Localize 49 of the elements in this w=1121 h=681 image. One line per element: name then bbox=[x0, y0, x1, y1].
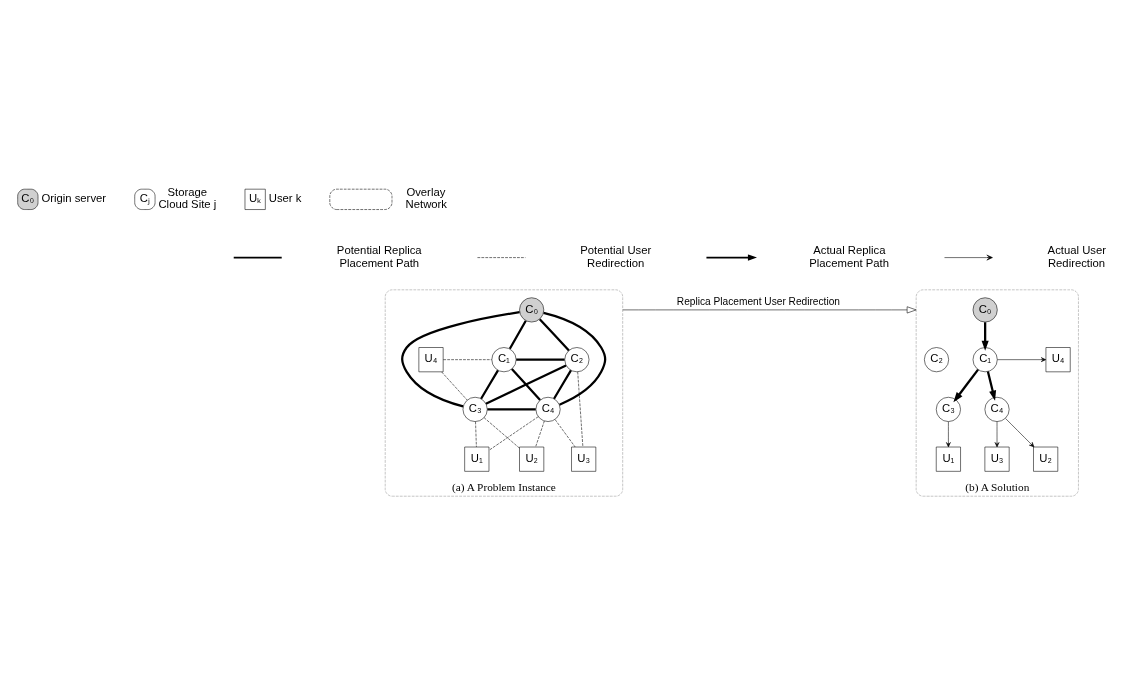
node-circle: C₄ bbox=[535, 396, 561, 422]
connector bbox=[480, 369, 499, 399]
node-box: U₄ bbox=[1045, 346, 1071, 372]
node-box: U₁ bbox=[464, 446, 490, 472]
connector bbox=[553, 369, 572, 399]
connector bbox=[485, 363, 567, 405]
connector bbox=[487, 407, 536, 411]
arrow bbox=[953, 368, 979, 402]
legend-label: Actual User Redirection bbox=[1047, 243, 1107, 269]
connector bbox=[577, 371, 584, 447]
arrow bbox=[981, 321, 989, 351]
connector bbox=[508, 319, 527, 349]
node-circle: C₃ bbox=[462, 396, 488, 422]
arrow bbox=[1005, 417, 1035, 447]
node-box: U₂ bbox=[1033, 446, 1059, 472]
arrow bbox=[622, 305, 917, 313]
node-circle: C₀ bbox=[972, 296, 998, 322]
node-circle: C₂ bbox=[924, 346, 949, 372]
node-circle: C₃ bbox=[935, 396, 961, 422]
arrow bbox=[986, 370, 997, 401]
node-box: U₂ bbox=[519, 446, 545, 472]
node-circle: C₄ bbox=[984, 396, 1010, 422]
node-circle: C₀ bbox=[519, 296, 545, 322]
node-box: U₃ bbox=[984, 446, 1010, 472]
legend-label: Storage Cloud Site j bbox=[158, 185, 217, 210]
node-box: U₁ bbox=[935, 446, 961, 472]
node-circle: C₁ bbox=[491, 346, 517, 372]
connector bbox=[401, 310, 520, 407]
node-circle: C₁ bbox=[972, 346, 998, 372]
label: C₀ bbox=[21, 191, 35, 204]
legend-label: Overlay Network bbox=[405, 185, 448, 210]
connector bbox=[516, 358, 565, 361]
node-box: U₄ bbox=[418, 346, 444, 372]
arrow bbox=[997, 356, 1047, 362]
connector bbox=[543, 311, 607, 406]
arrow bbox=[946, 420, 951, 447]
legend-label: Potential User Redirection bbox=[580, 243, 652, 269]
legend-label: Origin server bbox=[41, 191, 107, 204]
node-circle: C₂ bbox=[564, 346, 590, 372]
label: Uₖ bbox=[248, 191, 262, 204]
legend-label: Actual Replica Placement Path bbox=[809, 243, 890, 269]
legend-label: User k bbox=[268, 191, 302, 204]
label: Cⱼ bbox=[139, 191, 150, 204]
arrow bbox=[994, 420, 1000, 447]
legend-label: Potential Replica Placement Path bbox=[336, 243, 422, 269]
node-box: U₃ bbox=[571, 446, 597, 472]
connector bbox=[538, 317, 570, 351]
edge-label: Replica Placement User Redirection bbox=[676, 295, 840, 307]
connector bbox=[511, 367, 541, 401]
